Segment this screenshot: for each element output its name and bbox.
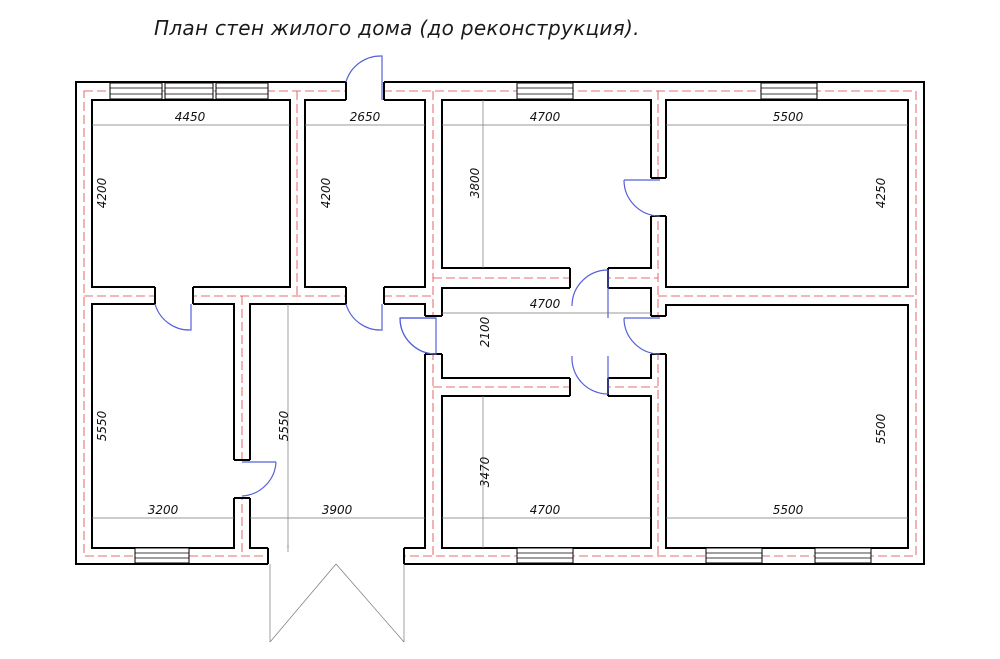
dim-room-bottom-mid-height: 3470	[478, 456, 492, 487]
dim-room-hall-height: 5550	[277, 410, 291, 441]
plan-title: План стен жилого дома (до реконструкция)…	[154, 16, 640, 40]
door-swing	[399, 317, 437, 355]
dim-room-corridor-mid-height: 2100	[478, 316, 492, 347]
window	[516, 547, 574, 564]
dim-room-top-right-width: 5500	[773, 110, 804, 124]
door-swing	[623, 317, 661, 355]
dim-room-top-mid-height: 3800	[468, 167, 482, 198]
dim-room-bottom-left-width: 3200	[148, 503, 179, 517]
dim-room-bottom-right-width: 5500	[773, 503, 804, 517]
axis-lines	[83, 90, 917, 557]
door-swing	[345, 55, 383, 100]
window	[705, 547, 763, 564]
door-swing	[571, 355, 609, 395]
dim-room-top-right-height: 4250	[874, 177, 888, 208]
dim-room-top-corridor-width: 2650	[350, 110, 381, 124]
dim-room-top-left-height: 4200	[95, 177, 109, 208]
door-swing	[571, 269, 609, 307]
dim-room-top-corridor-height: 4200	[319, 177, 333, 208]
doors	[154, 55, 668, 565]
entrance-porch	[269, 545, 405, 643]
door-swing	[345, 303, 383, 331]
window	[516, 82, 574, 100]
window	[760, 82, 818, 100]
window	[164, 82, 214, 100]
window	[215, 82, 269, 100]
door-swing	[154, 303, 192, 331]
outer-wall-outline	[75, 81, 925, 565]
dim-room-bottom-left-height: 5550	[95, 410, 109, 441]
dim-room-corridor-mid-width: 4700	[530, 297, 561, 311]
dim-room-bottom-right-height: 5500	[874, 413, 888, 444]
window	[109, 82, 163, 100]
windows	[109, 82, 872, 564]
door-swing	[241, 461, 277, 497]
dim-room-top-left-width: 4450	[175, 110, 206, 124]
dimension-lines	[92, 100, 908, 548]
walls	[75, 81, 925, 565]
dim-room-top-mid-width: 4700	[530, 110, 561, 124]
dim-room-bottom-mid-width: 4700	[530, 503, 561, 517]
dimension-labels: 4450 4200 2650 4200 4700 3800 5500 4250 …	[95, 110, 888, 517]
dim-room-hall-width: 3900	[322, 503, 353, 517]
window	[134, 547, 190, 564]
door-swing	[623, 179, 661, 217]
window	[814, 547, 872, 564]
